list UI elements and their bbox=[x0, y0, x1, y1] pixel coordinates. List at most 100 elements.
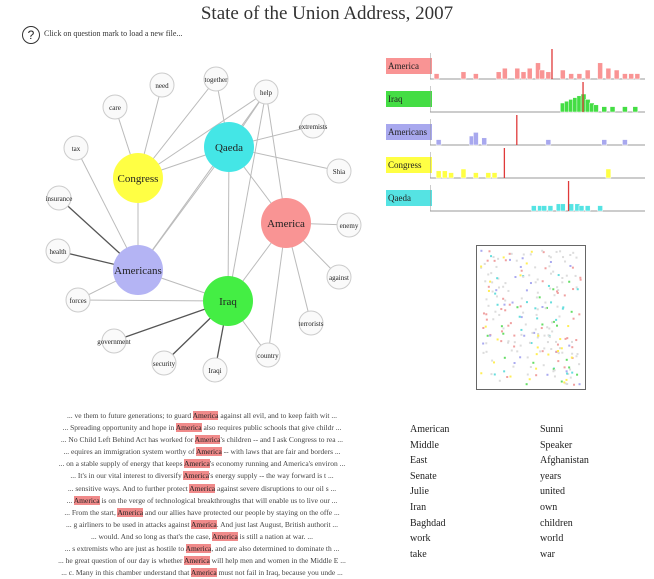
context-text: also requires public schools that give c… bbox=[201, 423, 342, 433]
graph-node-qaeda[interactable]: Qaeda bbox=[204, 122, 254, 172]
timeline-label: Congress bbox=[386, 157, 432, 173]
overview-dot bbox=[500, 325, 503, 328]
word-item[interactable]: work bbox=[410, 533, 431, 545]
word-item[interactable]: own bbox=[540, 501, 558, 513]
keyword-highlight: America bbox=[184, 459, 210, 469]
context-line[interactable]: ... From the start, America and our alli… bbox=[16, 507, 388, 519]
overview-dot bbox=[487, 285, 490, 288]
graph-node-together[interactable]: together bbox=[203, 66, 229, 92]
graph-node-terrorists[interactable]: terrorists bbox=[298, 310, 324, 336]
word-item[interactable]: children bbox=[540, 517, 573, 529]
overview-dot bbox=[529, 282, 532, 285]
overview-dot bbox=[485, 350, 488, 353]
word-item[interactable]: united bbox=[540, 486, 565, 498]
word-item[interactable]: war bbox=[540, 548, 555, 560]
document-overview-map[interactable] bbox=[476, 245, 586, 390]
context-line[interactable]: ... ve them to future generations; to gu… bbox=[16, 410, 388, 422]
graph-node-insurance[interactable]: insurance bbox=[46, 185, 73, 211]
graph-node-against[interactable]: against bbox=[326, 264, 352, 290]
graph-node-iraqi[interactable]: Iraqi bbox=[202, 357, 228, 383]
graph-node-tax[interactable]: tax bbox=[63, 135, 89, 161]
context-line[interactable]: ... g airliners to be used in attacks ag… bbox=[16, 519, 388, 531]
context-line[interactable]: ... c. Many in this chamber understand t… bbox=[16, 567, 388, 579]
overview-dot bbox=[546, 326, 549, 329]
context-line[interactable]: ... It's in our vital interest to divers… bbox=[16, 470, 388, 482]
overview-dot bbox=[489, 334, 492, 337]
word-item[interactable]: years bbox=[540, 470, 562, 482]
context-text: 's economy running and America's environ… bbox=[209, 459, 346, 469]
graph-node-country[interactable]: country bbox=[255, 342, 281, 368]
graph-node-extremists[interactable]: extremists bbox=[299, 113, 328, 139]
word-item[interactable]: Middle bbox=[410, 439, 439, 451]
overview-dot bbox=[528, 378, 531, 381]
graph-node-label: care bbox=[109, 104, 121, 112]
timeline-tick bbox=[597, 205, 603, 212]
overview-dot bbox=[566, 337, 569, 340]
word-item[interactable]: Baghdad bbox=[410, 517, 446, 529]
word-item[interactable]: Afghanistan bbox=[540, 455, 589, 467]
overview-dot bbox=[485, 298, 488, 301]
context-line[interactable]: ... would. And so long as that's the cas… bbox=[16, 531, 388, 543]
graph-node-label: terrorists bbox=[299, 320, 324, 328]
word-item[interactable]: East bbox=[410, 455, 428, 467]
timeline-tick bbox=[514, 67, 521, 80]
overview-dot bbox=[576, 373, 579, 376]
word-item[interactable]: Senate bbox=[410, 470, 437, 482]
timeline-tick bbox=[560, 203, 566, 212]
context-line[interactable]: ... Spreading opportunity and hope in Am… bbox=[16, 422, 388, 434]
graph-node-america[interactable]: America bbox=[261, 198, 311, 248]
overview-dot bbox=[490, 255, 493, 258]
word-item[interactable]: world bbox=[540, 533, 564, 545]
graph-node-forces[interactable]: forces bbox=[65, 287, 91, 313]
overview-dot bbox=[492, 361, 495, 364]
overview-dot bbox=[550, 348, 553, 351]
graph-node-security[interactable]: security bbox=[151, 350, 177, 376]
graph-node-help[interactable]: help bbox=[253, 79, 279, 105]
graph-node-congress[interactable]: Congress bbox=[113, 153, 163, 203]
overview-dot bbox=[534, 266, 537, 269]
topic-timeline-chart[interactable] bbox=[430, 48, 645, 218]
overview-dot bbox=[565, 274, 568, 277]
graph-node-need[interactable]: need bbox=[149, 72, 175, 98]
overview-dot bbox=[498, 286, 501, 289]
graph-node-care[interactable]: care bbox=[102, 94, 128, 120]
context-line[interactable]: ... he great question of our day is whet… bbox=[16, 555, 388, 567]
overview-dot bbox=[548, 265, 551, 268]
overview-dot bbox=[579, 276, 582, 279]
overview-dot bbox=[549, 272, 552, 275]
word-item[interactable]: Speaker bbox=[540, 439, 573, 451]
overview-dot bbox=[482, 326, 485, 329]
keyword-highlight: America bbox=[194, 435, 221, 445]
overview-dot bbox=[547, 334, 550, 337]
overview-dot bbox=[565, 378, 568, 381]
overview-dot bbox=[568, 344, 571, 347]
overview-dot bbox=[485, 318, 488, 321]
graph-node-health[interactable]: health bbox=[45, 238, 71, 264]
word-item[interactable]: Sunni bbox=[540, 424, 564, 435]
context-text: 's children -- and I ask Congress to rea… bbox=[220, 435, 344, 445]
graph-node-government[interactable]: government bbox=[97, 328, 131, 354]
overview-dot bbox=[532, 361, 535, 364]
question-mark-icon[interactable]: ? bbox=[22, 26, 40, 44]
word-item[interactable]: American bbox=[410, 424, 450, 435]
context-line[interactable]: ... on a stable supply of energy that ke… bbox=[16, 458, 388, 470]
overview-dot bbox=[578, 363, 581, 366]
context-line[interactable]: ... equires an immigration system worthy… bbox=[16, 446, 388, 458]
context-line[interactable]: ... s extremists who are just as hostile… bbox=[16, 543, 388, 555]
graph-node-shia[interactable]: Shia bbox=[326, 158, 352, 184]
graph-node-americans[interactable]: Americans bbox=[113, 245, 163, 295]
timeline-tick bbox=[495, 71, 502, 80]
timeline-tick bbox=[502, 67, 508, 80]
word-item[interactable]: Iran bbox=[410, 501, 427, 513]
graph-node-enemy[interactable]: enemy bbox=[336, 212, 362, 238]
overview-dot bbox=[525, 262, 528, 265]
graph-node-iraq[interactable]: Iraq bbox=[203, 276, 253, 326]
context-line[interactable]: ... No Child Left Behind Act has worked … bbox=[16, 434, 388, 446]
word-item[interactable]: Julie bbox=[410, 486, 429, 498]
context-line[interactable]: ... sensitive ways. And to further prote… bbox=[16, 483, 388, 495]
overview-dot bbox=[514, 276, 517, 279]
context-line[interactable]: ... America is on the verge of technolog… bbox=[16, 495, 388, 507]
graph-node-label: Shia bbox=[333, 168, 346, 176]
word-item[interactable]: take bbox=[410, 548, 427, 560]
